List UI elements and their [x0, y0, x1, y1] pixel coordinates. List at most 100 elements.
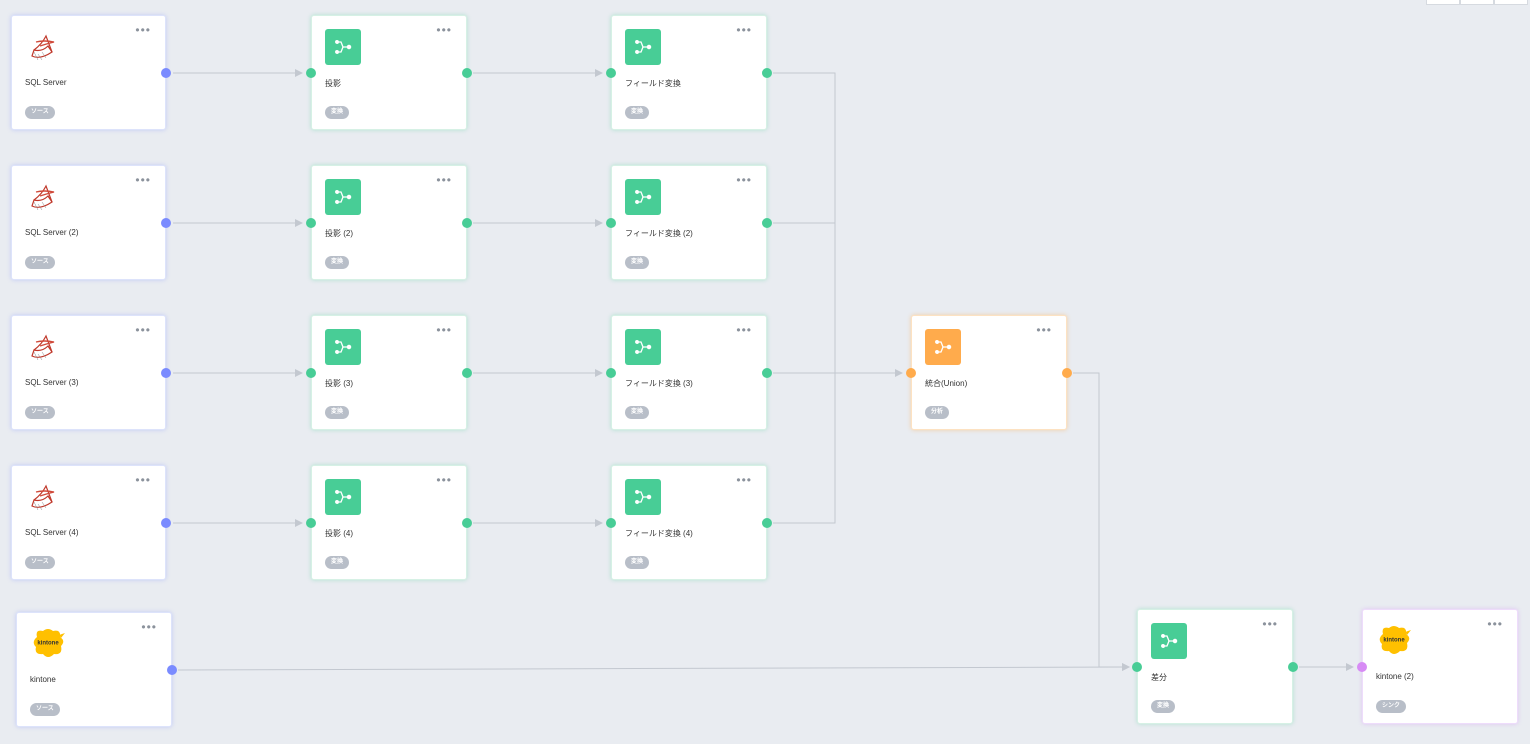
node-menu-icon[interactable]: •••	[141, 620, 157, 634]
output-port[interactable]	[762, 68, 772, 78]
svg-text:kintone: kintone	[1383, 638, 1405, 644]
node-type-badge: 変換	[325, 256, 350, 269]
edge-union-diff	[1073, 372, 1130, 671]
canvas-control-button[interactable]	[1426, 0, 1460, 5]
node-label: フィールド変換 (3)	[625, 379, 693, 388]
transform-flow-icon	[925, 329, 961, 365]
node-menu-icon[interactable]: •••	[135, 173, 151, 187]
node-sql-server-2[interactable]: ••• SQL Server (2) ソース	[11, 165, 171, 280]
output-port[interactable]	[462, 218, 472, 228]
transform-flow-icon	[625, 479, 661, 515]
output-port[interactable]	[762, 518, 772, 528]
node-projection[interactable]: ••• 投影 変換	[306, 15, 472, 130]
transform-flow-icon	[625, 29, 661, 65]
node-type-badge: 変換	[625, 556, 650, 569]
node-menu-icon[interactable]: •••	[1262, 617, 1278, 631]
output-port[interactable]	[1288, 662, 1298, 672]
canvas-control-button[interactable]	[1494, 0, 1528, 5]
node-type-badge: ソース	[25, 106, 55, 119]
node-menu-icon[interactable]: •••	[135, 23, 151, 37]
output-port[interactable]	[462, 518, 472, 528]
node-menu-icon[interactable]: •••	[436, 173, 452, 187]
kintone-logo-icon: kintone	[1379, 626, 1411, 654]
transform-flow-icon	[625, 179, 661, 215]
input-port[interactable]	[306, 218, 316, 228]
node-menu-icon[interactable]: •••	[1036, 323, 1052, 337]
node-menu-icon[interactable]: •••	[736, 473, 752, 487]
node-field-transform-2[interactable]: ••• フィールド変換 (2) 変換	[606, 165, 772, 280]
sql-server-logo-icon	[31, 34, 55, 61]
node-label: SQL Server (3)	[25, 378, 79, 387]
node-type-badge: 変換	[325, 106, 350, 119]
node-field-transform[interactable]: ••• フィールド変換 変換	[606, 15, 772, 130]
output-port[interactable]	[161, 368, 171, 378]
node-menu-icon[interactable]: •••	[436, 473, 452, 487]
input-port[interactable]	[306, 368, 316, 378]
edge-field2-union	[773, 222, 836, 373]
node-type-badge: ソース	[25, 556, 55, 569]
node-sql-server-4[interactable]: ••• SQL Server (4) ソース	[11, 465, 171, 580]
output-port[interactable]	[762, 368, 772, 378]
input-port[interactable]	[1357, 662, 1367, 672]
node-union[interactable]: ••• 統合(Union) 分析	[906, 315, 1072, 430]
node-type-badge: 変換	[625, 106, 650, 119]
node-type-badge: 変換	[625, 256, 650, 269]
node-label: フィールド変換 (2)	[625, 229, 693, 238]
edge-field4-union	[773, 373, 836, 524]
input-port[interactable]	[906, 368, 916, 378]
output-port[interactable]	[462, 68, 472, 78]
node-projection-4[interactable]: ••• 投影 (4) 変換	[306, 465, 472, 580]
node-type-badge: ソース	[25, 406, 55, 419]
node-menu-icon[interactable]: •••	[135, 473, 151, 487]
input-port[interactable]	[606, 518, 616, 528]
canvas-control-button[interactable]	[1460, 0, 1494, 5]
node-type-badge: 変換	[325, 406, 350, 419]
node-label: 統合(Union)	[925, 379, 968, 388]
node-menu-icon[interactable]: •••	[436, 23, 452, 37]
canvas-controls[interactable]	[1426, 0, 1528, 5]
node-kintone-sink[interactable]: kintone ••• kintone (2) シンク	[1357, 609, 1518, 724]
node-label: 投影	[325, 79, 341, 88]
output-port[interactable]	[167, 665, 177, 675]
output-port[interactable]	[1062, 368, 1072, 378]
node-menu-icon[interactable]: •••	[736, 173, 752, 187]
node-field-transform-3[interactable]: ••• フィールド変換 (3) 変換	[606, 315, 772, 430]
kintone-logo-icon: kintone	[33, 629, 65, 657]
sql-server-logo-icon	[31, 184, 55, 211]
node-label: フィールド変換	[625, 79, 681, 88]
node-projection-2[interactable]: ••• 投影 (2) 変換	[306, 165, 472, 280]
node-menu-icon[interactable]: •••	[736, 323, 752, 337]
output-port[interactable]	[161, 218, 171, 228]
node-sql-server-3[interactable]: ••• SQL Server (3) ソース	[11, 315, 171, 430]
sql-server-logo-icon	[31, 334, 55, 361]
output-port[interactable]	[762, 218, 772, 228]
node-label: 差分	[1151, 673, 1167, 682]
input-port[interactable]	[606, 218, 616, 228]
transform-flow-icon	[325, 29, 361, 65]
node-type-badge: 変換	[1151, 700, 1176, 713]
node-projection-3[interactable]: ••• 投影 (3) 変換	[306, 315, 472, 430]
node-menu-icon[interactable]: •••	[135, 323, 151, 337]
node-menu-icon[interactable]: •••	[736, 23, 752, 37]
node-type-badge: 分析	[925, 406, 950, 419]
output-port[interactable]	[161, 518, 171, 528]
node-type-badge: 変換	[625, 406, 650, 419]
input-port[interactable]	[306, 518, 316, 528]
node-menu-icon[interactable]: •••	[1487, 617, 1503, 631]
node-label: SQL Server (2)	[25, 228, 79, 237]
output-port[interactable]	[161, 68, 171, 78]
node-label: SQL Server (4)	[25, 528, 79, 537]
node-menu-icon[interactable]: •••	[436, 323, 452, 337]
input-port[interactable]	[1132, 662, 1142, 672]
edge-kintone-diff	[177, 663, 1130, 672]
input-port[interactable]	[606, 368, 616, 378]
node-sql-server[interactable]: ••• SQL Server ソース	[11, 15, 171, 130]
node-field-transform-4[interactable]: ••• フィールド変換 (4) 変換	[606, 465, 772, 580]
node-diff[interactable]: ••• 差分 変換	[1132, 609, 1298, 724]
node-label: 投影 (3)	[325, 379, 353, 388]
output-port[interactable]	[462, 368, 472, 378]
input-port[interactable]	[606, 68, 616, 78]
input-port[interactable]	[306, 68, 316, 78]
node-kintone[interactable]: kintone ••• kintone ソース	[16, 612, 177, 727]
transform-flow-icon	[325, 329, 361, 365]
